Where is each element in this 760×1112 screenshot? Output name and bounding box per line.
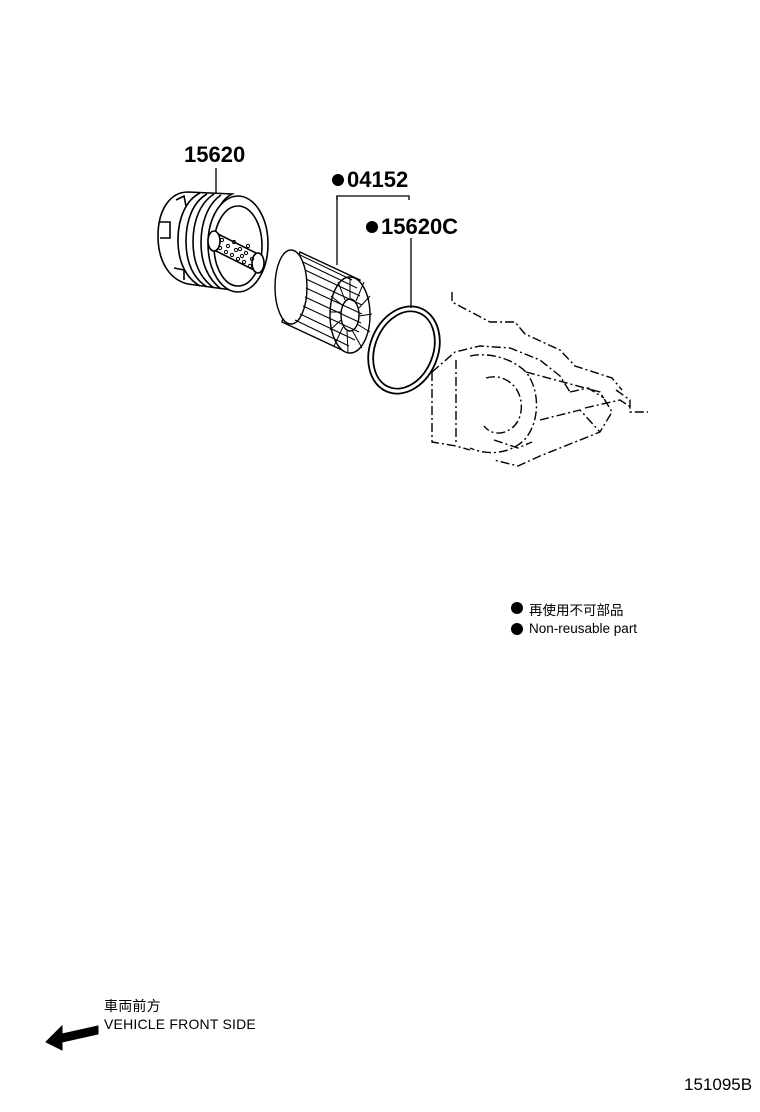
legend-text-ja: 再使用不可部品 — [529, 603, 624, 618]
non-reusable-dot-04152 — [332, 174, 344, 186]
legend-text-en: Non-reusable part — [529, 621, 638, 636]
non-reusable-dot-15620c — [366, 221, 378, 233]
part-label-04152: 04152 — [347, 167, 408, 192]
diagram-reference-code: 151095B — [684, 1075, 753, 1094]
filter-element-drawing — [274, 249, 373, 354]
o-ring-drawing — [367, 305, 441, 395]
oil-filter-cap-drawing — [157, 191, 269, 293]
direction-label-en: VEHICLE FRONT SIDE — [104, 1016, 256, 1032]
leader-lines — [215, 168, 412, 308]
legend-dot-ja — [511, 602, 523, 614]
part-label-15620: 15620 — [184, 142, 245, 167]
front-direction-arrow — [45, 1024, 99, 1051]
filter-housing-drawing — [431, 292, 648, 467]
direction-label-ja: 車両前方 — [104, 998, 161, 1014]
legend-dot-en — [511, 623, 523, 635]
part-label-15620c: 15620C — [381, 214, 458, 239]
